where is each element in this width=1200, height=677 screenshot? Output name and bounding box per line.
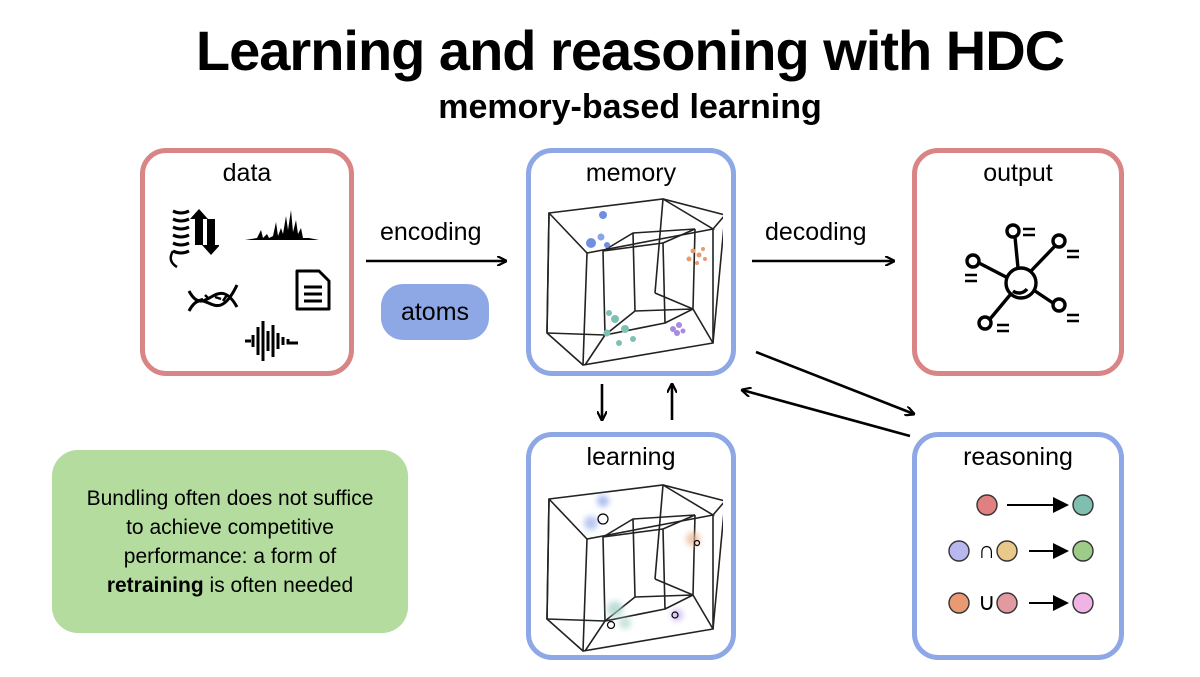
memory-box: memory xyxy=(526,148,736,376)
note-bold-word: retraining xyxy=(106,573,204,597)
memory-to-reasoning-arrow xyxy=(755,350,914,414)
note-line-2: to achieve competitive xyxy=(126,515,334,539)
rule1-input xyxy=(976,494,998,516)
reasoning-box-label: reasoning xyxy=(963,443,1073,471)
atoms-pill: atoms xyxy=(381,284,489,340)
rule3-input-b xyxy=(996,592,1018,614)
encoding-label: encoding xyxy=(380,218,482,246)
rule3-output xyxy=(1072,592,1094,614)
document-icon xyxy=(295,269,331,311)
purple-cluster xyxy=(670,322,686,336)
rule2-output xyxy=(1072,540,1094,562)
orange-cluster xyxy=(686,247,707,265)
rule3-input-a xyxy=(948,592,970,614)
teal-cluster xyxy=(603,310,636,346)
audio-wave-icon xyxy=(245,321,298,361)
intersection-operator: ∩ xyxy=(978,537,996,564)
blue-cluster xyxy=(586,211,610,248)
output-box-label: output xyxy=(983,159,1053,187)
page-title: Learning and reasoning with HDC xyxy=(195,19,1065,82)
memory-box-label: memory xyxy=(585,159,677,187)
rule2-input-a xyxy=(948,540,970,562)
data-box-label: data xyxy=(222,159,272,187)
reasoning-rules xyxy=(948,494,1094,614)
reasoning-to-memory-arrow xyxy=(742,390,911,438)
output-box: output xyxy=(912,148,1124,376)
note-line-4-rest: is often needed xyxy=(203,573,354,597)
learning-box: learning xyxy=(526,432,736,660)
note-line-3: performance: a form of xyxy=(123,544,337,568)
union-operator: ∪ xyxy=(978,589,996,616)
retraining-note: Bundling often does not suffice to achie… xyxy=(52,450,408,633)
reasoning-box: reasoning ∩ ∪ xyxy=(912,432,1124,660)
decoding-label: decoding xyxy=(765,218,867,246)
rule1-output xyxy=(1072,494,1094,516)
data-box: data xyxy=(140,148,354,376)
page-subtitle: memory-based learning xyxy=(438,88,822,126)
spectrum-icon xyxy=(245,210,319,240)
learning-box-label: learning xyxy=(586,443,676,471)
hypercube-icon xyxy=(546,198,723,366)
hypercube-learned-icon xyxy=(546,484,723,652)
protein-icon xyxy=(169,209,219,269)
network-icon xyxy=(965,223,1079,333)
note-line-1: Bundling often does not suffice xyxy=(86,486,374,510)
rule2-input-b xyxy=(996,540,1018,562)
dna-icon xyxy=(187,284,239,312)
